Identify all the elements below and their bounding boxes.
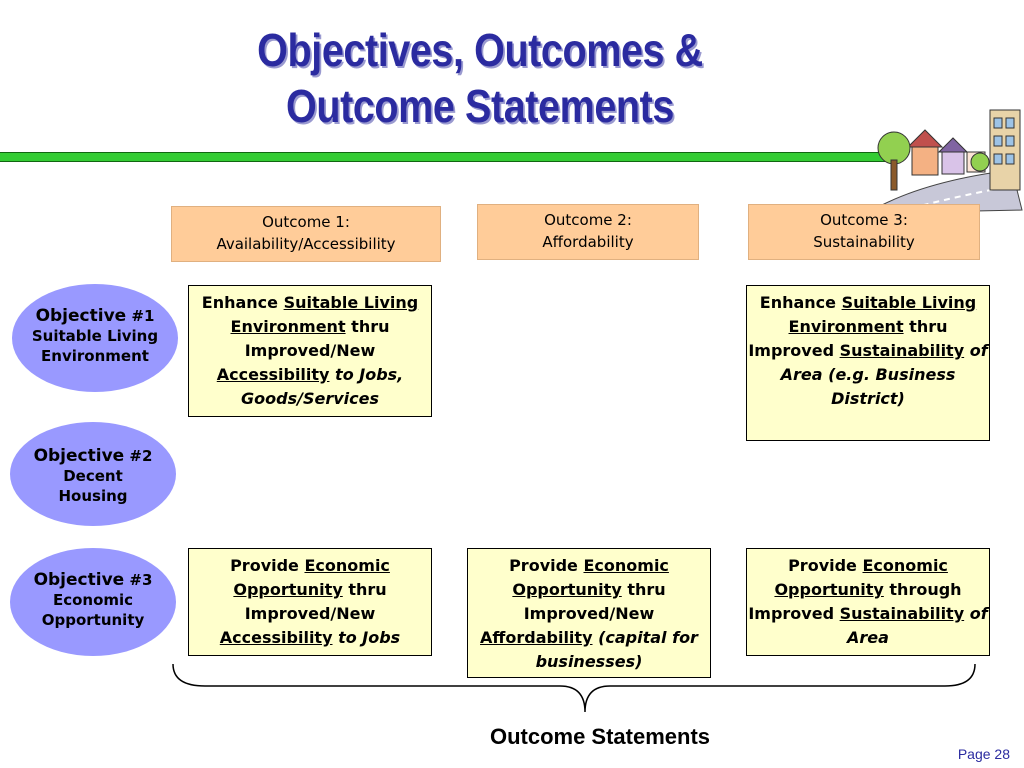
statement-obj3-outcome1: Provide Economic Opportunity thru Improv… [188,548,432,656]
objective-3-number: #3 [129,571,153,589]
statement-obj3-outcome1-text-1: Provide [230,556,305,575]
outcome-3-number: Outcome 3: [820,211,908,229]
statement-obj1-outcome3-text-2: thru Improved [748,317,948,360]
curly-brace-icon [172,663,976,713]
statement-obj1-outcome1-detail: to Jobs, Goods/Services [241,365,404,408]
objective-3-label: Objective [33,570,125,590]
page-number: Page 28 [957,746,1010,762]
statement-obj3-outcome3-text-1: Provide [788,556,863,575]
slide-title: Objectives, Outcomes & Outcome Statement… [222,22,738,134]
statement-obj3-outcome3-emphasis-1: Economic Opportunity [774,556,948,599]
statement-obj3-outcome3: Provide Economic Opportunity through Imp… [746,548,990,656]
objective-1-line-2: Environment [41,347,149,365]
statement-obj1-outcome1-text-2: thru Improved/New [244,317,390,360]
outcome-1-name: Availability/Accessibility [216,235,396,253]
outcome-statements-label: Outcome Statements [489,724,711,749]
statement-obj1-outcome1-emphasis-2: Accessibility [216,365,330,384]
objective-3-line-2: Opportunity [41,611,145,629]
statement-obj3-outcome2-emphasis-1: Economic Opportunity [512,556,669,599]
title-divider-bar [0,152,900,162]
statement-obj1-outcome3: Enhance Suitable Living Environment thru… [746,285,990,441]
statement-obj1-outcome1-text-1: Enhance [201,293,284,312]
statement-obj3-outcome3-emphasis-2: Sustainability [839,604,965,623]
statement-obj1-outcome3-text-1: Enhance [759,293,842,312]
outcome-2-name: Affordability [542,233,634,251]
outcome-2-number: Outcome 2: [544,211,632,229]
outcome-1-number: Outcome 1: [262,213,350,231]
street-scene-clipart-icon [877,109,1023,213]
objective-2-label: Objective [33,446,125,466]
statement-obj3-outcome1-text-2: thru Improved/New [244,580,387,623]
statement-obj1-outcome1-emphasis-1: Suitable Living Environment [230,293,419,336]
statement-obj3-outcome2-detail: (capital for businesses) [535,628,698,671]
objective-2-line-2: Housing [58,487,128,505]
objective-1-line-1: Suitable Living [31,327,159,345]
statement-obj3-outcome1-emphasis-1: Economic Opportunity [233,556,390,599]
outcome-2-header: Outcome 2: Affordability [477,204,699,260]
objective-1-ellipse: Objective #1 Suitable Living Environment [12,284,178,392]
objective-2-line-1: Decent [63,467,123,485]
statement-obj3-outcome3-detail: of Area [847,604,988,647]
statement-obj1-outcome3-emphasis-1: Suitable Living Environment [788,293,977,336]
statement-obj3-outcome2-text-2: thru Improved/New [523,580,666,623]
statement-obj1-outcome1: Enhance Suitable Living Environment thru… [188,285,432,417]
slide-title-line-2: Outcome Statements [286,80,674,132]
slide-title-line-1: Objectives, Outcomes & [257,24,703,76]
statement-obj3-outcome2-emphasis-2: Affordability [480,628,593,647]
outcome-3-header: Outcome 3: Sustainability [748,204,980,260]
objective-2-number: #2 [129,447,153,465]
objective-3-ellipse: Objective #3 Economic Opportunity [10,548,176,656]
outcome-3-name: Sustainability [813,233,915,251]
statement-obj3-outcome1-detail: to Jobs [332,628,401,647]
statement-obj3-outcome3-text-2: through Improved [748,580,962,623]
outcome-1-header: Outcome 1: Availability/Accessibility [171,206,441,262]
statement-obj1-outcome3-emphasis-2: Sustainability [839,341,965,360]
statement-obj3-outcome2-text-1: Provide [509,556,584,575]
objective-3-line-1: Economic [52,591,134,609]
objective-1-label: Objective [35,306,127,326]
statement-obj3-outcome2: Provide Economic Opportunity thru Improv… [467,548,711,678]
objective-2-ellipse: Objective #2 Decent Housing [10,422,176,526]
statement-obj3-outcome1-emphasis-2: Accessibility [219,628,333,647]
objective-1-number: #1 [131,307,155,325]
statement-obj1-outcome3-detail: of Area (e.g. Business District) [780,341,988,408]
